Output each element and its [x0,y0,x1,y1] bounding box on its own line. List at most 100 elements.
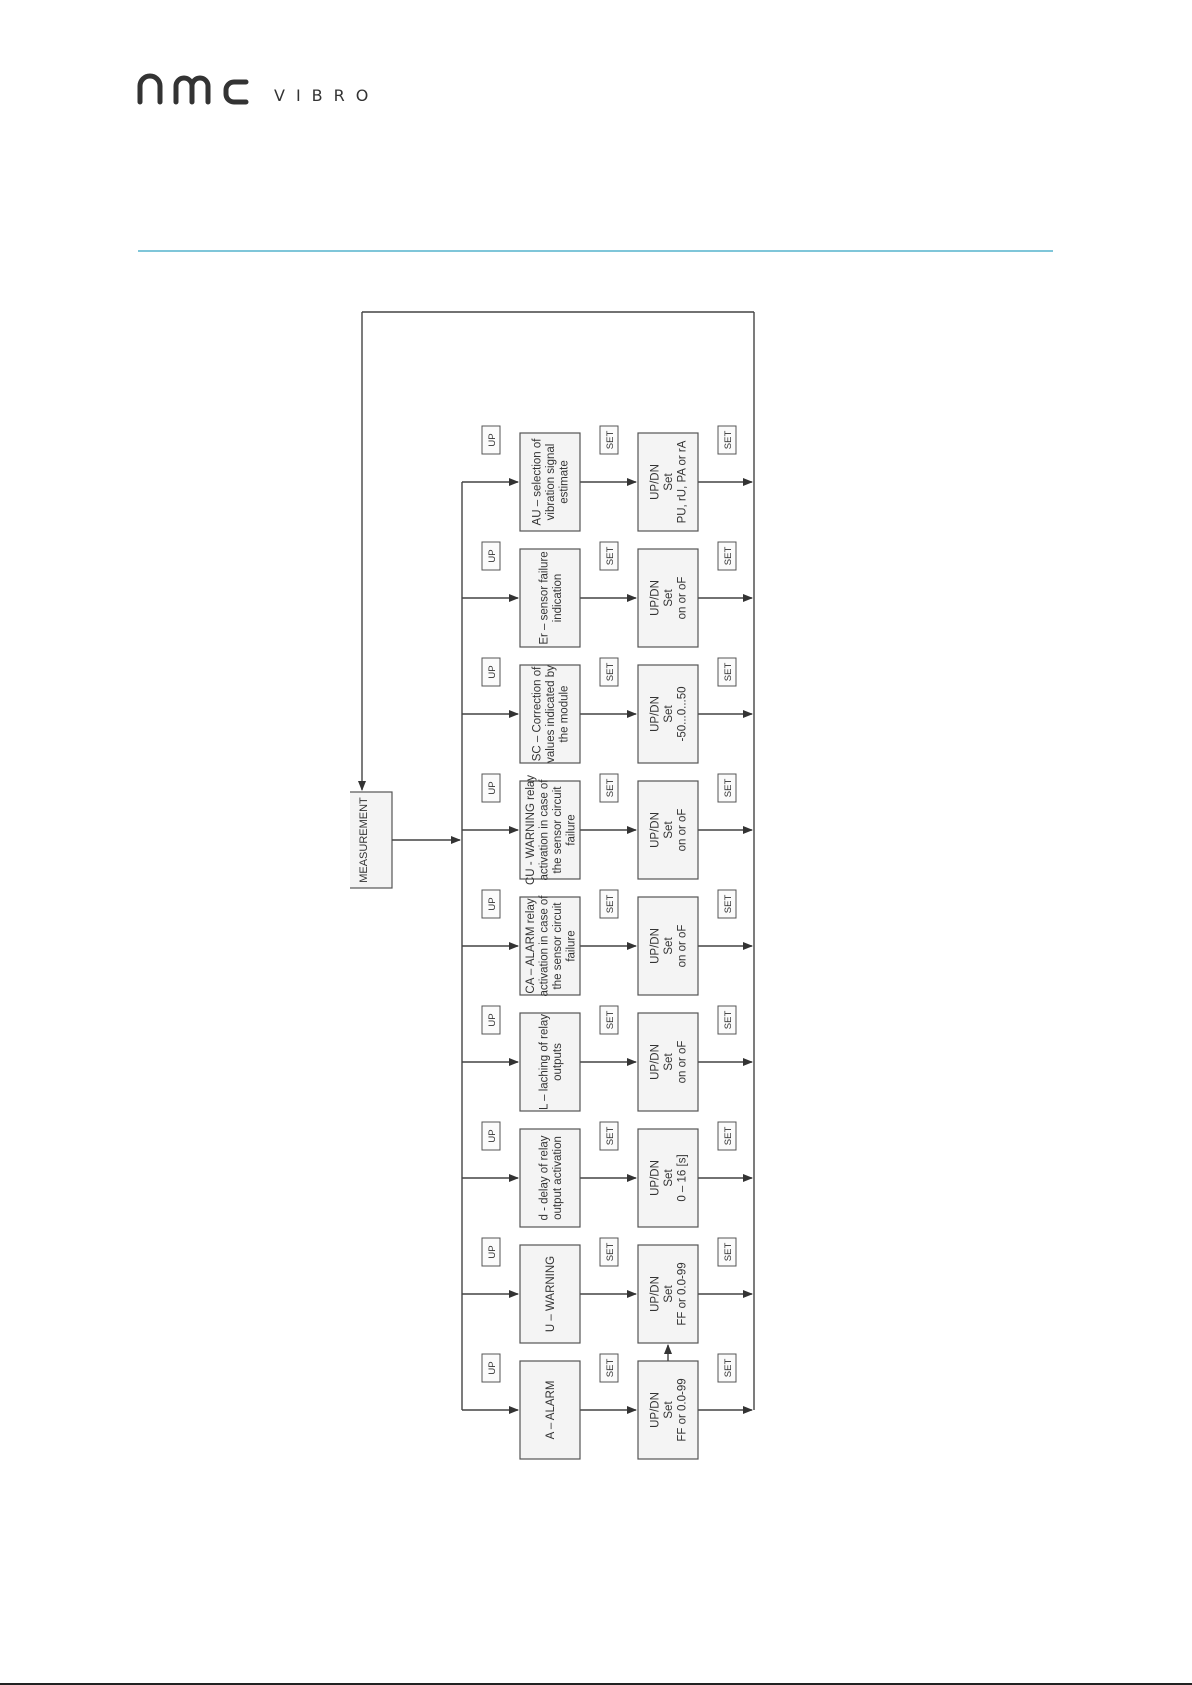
set-button [717,1121,737,1151]
set-label: SET [723,547,734,566]
param-box-text-line: the sensor circuit [552,786,564,874]
set-button [599,425,619,455]
param-box-text-line: the sensor circuit [552,902,564,990]
param-box-text-line: L – laching of relay [538,1014,550,1110]
set-label: SET [723,1359,734,1378]
set-label: SET [723,663,734,682]
set-label: SET [723,895,734,914]
set-label: SET [723,1127,734,1146]
set-button [717,657,737,687]
value-box-text-line: UP/DN [650,1044,662,1080]
param-box-text-line: failure [565,930,577,961]
param-box-text-line: CU - WARNING relay [525,775,537,885]
param-box [519,1360,581,1460]
set-button [599,889,619,919]
up-label-line: UP [487,781,498,794]
value-box-text-line: Set [663,937,675,955]
set-label: SET [605,431,616,450]
value-box-text-line: PU, rU, PA or rA [677,440,689,523]
up-label-line: UP [487,665,498,678]
param-box [519,432,581,532]
set-label: SET [605,1127,616,1146]
param-box [519,1012,581,1112]
value-box-text-line: FF or 0.0-99 [677,1262,689,1325]
value-box-text-line: Set [663,1169,675,1187]
set-label-line: SET [605,1127,616,1146]
param-box-text: U – WARNING [545,1256,557,1332]
param-box-text-line: AU – selection of [532,438,544,526]
set-button [717,425,737,455]
up-button [481,773,501,803]
param-box-text-line: activation in case of [538,895,550,997]
set-label-line: SET [605,547,616,566]
param-box [519,896,581,996]
value-box-text-line: on or oF [677,1041,689,1084]
param-box-text: A – ALARM [545,1381,557,1440]
set-label-line: SET [605,431,616,450]
header-divider [138,250,1053,252]
value-box-text-line: UP/DN [650,1392,662,1428]
up-button [481,1005,501,1035]
set-label-line: SET [723,779,734,798]
up-label-line: UP [487,1361,498,1374]
param-box-text-line: CA – ALARM relay [525,898,537,993]
set-button [717,1353,737,1383]
param-box-text-line: estimate [559,460,571,503]
set-label: SET [605,547,616,566]
up-button [481,425,501,455]
set-button [599,773,619,803]
value-box-text-line: UP/DN [650,928,662,964]
value-box-text-line: UP/DN [650,1160,662,1196]
up-label: UP [487,1361,498,1374]
param-box-text-line: outputs [552,1043,564,1081]
set-button [717,889,737,919]
value-box [637,1360,699,1460]
param-box-text-line: the module [559,686,571,743]
param-box [519,548,581,648]
measurement-label-line: MEASUREMENT [358,797,370,883]
value-box-text-line: UP/DN [650,580,662,616]
value-box-text-line: on or oF [677,925,689,968]
brand-sub: VIBRO [274,86,380,105]
param-box-text-line: d - delay of relay [538,1135,550,1220]
value-box [637,548,699,648]
param-box-text-line: failure [565,814,577,845]
set-label-line: SET [723,1359,734,1378]
value-box-text-line: Set [663,821,675,839]
param-box [519,664,581,764]
param-box [519,1128,581,1228]
set-label-line: SET [605,1243,616,1262]
measurement-label: MEASUREMENT [358,797,370,883]
set-label-line: SET [723,1127,734,1146]
set-label-line: SET [723,1243,734,1262]
set-label: SET [605,895,616,914]
set-button [717,1237,737,1267]
up-label-line: UP [487,1245,498,1258]
set-label: SET [605,1243,616,1262]
value-box-text-line: on or oF [677,577,689,620]
set-label-line: SET [723,895,734,914]
param-box-text-line: values indicated by [545,665,557,763]
param-box-text-line: A – ALARM [545,1381,557,1440]
set-button [599,541,619,571]
param-box [519,1244,581,1344]
set-label-line: SET [723,1011,734,1030]
value-box [637,664,699,764]
up-label: UP [487,665,498,678]
param-box-text-line: SC – Correction of [532,666,544,761]
up-button [481,541,501,571]
set-label-line: SET [605,1359,616,1378]
